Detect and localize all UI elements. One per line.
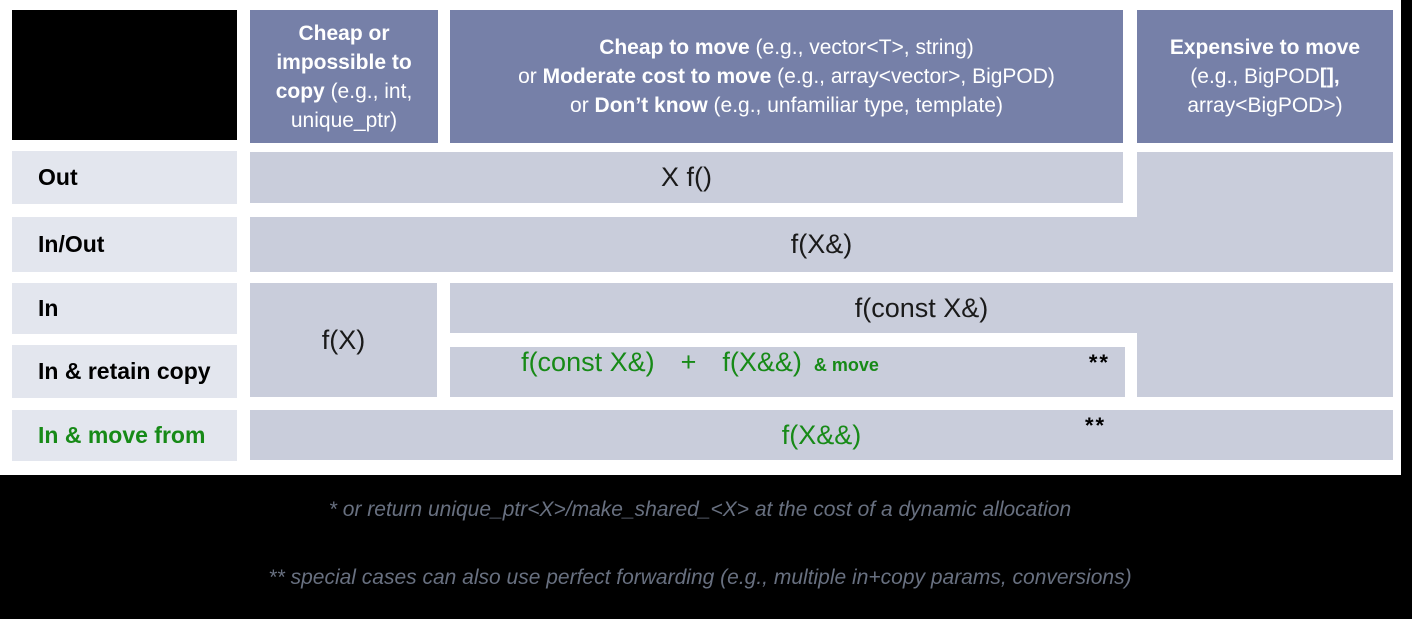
footnote-dynamic-allocation: * or return unique_ptr<X>/make_shared_<X…	[328, 498, 1072, 521]
row-label-out: Out	[12, 151, 237, 204]
code-move-from: f(X&&)	[781, 419, 862, 450]
footnote-perfect-forwarding: ** special cases can also use perfect fo…	[268, 566, 1132, 589]
col-header-cheap-copy-text: Cheap or impossible to copy (e.g., int, …	[275, 21, 413, 132]
cell-out: X f()	[250, 152, 1123, 203]
title-mask-box	[12, 10, 237, 140]
header-line: Expensive to move	[1169, 36, 1361, 59]
col-header-cheap-copy: Cheap or impossible to copy (e.g., int, …	[250, 10, 438, 143]
plus-sign: +	[680, 347, 697, 377]
row-label-inout: In/Out	[12, 217, 237, 272]
row-label-in-move-from: In & move from	[12, 410, 237, 461]
cell-in-constref: f(const X&)	[450, 283, 1393, 333]
col-header-cheap-move: Cheap to move (e.g., vector<T>, string) …	[450, 10, 1123, 143]
cell-in-byvalue: f(X)	[250, 283, 437, 397]
double-asterisk-move: **	[1085, 413, 1107, 438]
row-label-in: In	[12, 283, 237, 334]
code-retain-rvalue: f(X&&)	[722, 347, 802, 377]
header-line: or Don’t know (e.g., unfamiliar type, te…	[570, 94, 1003, 117]
col-header-expensive-move: Expensive to move (e.g., BigPOD[], array…	[1137, 10, 1393, 143]
cell-retain-copy: f(const X&) + f(X&&) & move **	[450, 347, 1125, 397]
header-line: (e.g., BigPOD[],	[1190, 65, 1340, 88]
code-inout: f(X&)	[790, 229, 853, 259]
code-byvalue: f(X)	[321, 324, 366, 355]
code-out: X f()	[661, 162, 712, 192]
code-in-constref: f(const X&)	[854, 292, 989, 323]
header-line: array<BigPOD>)	[1187, 94, 1343, 117]
header-line: or Moderate cost to move (e.g., array<ve…	[518, 65, 1055, 88]
cell-move-from: f(X&&) **	[250, 410, 1393, 460]
cell-inout: f(X&)	[250, 217, 1393, 272]
code-retain-constref: f(const X&)	[521, 347, 655, 377]
header-line: Cheap to move (e.g., vector<T>, string)	[599, 36, 974, 59]
code-retain-and-move: & move	[813, 355, 879, 375]
double-asterisk-retain: **	[1088, 350, 1110, 375]
row-label-in-retain-copy: In & retain copy	[12, 345, 237, 398]
